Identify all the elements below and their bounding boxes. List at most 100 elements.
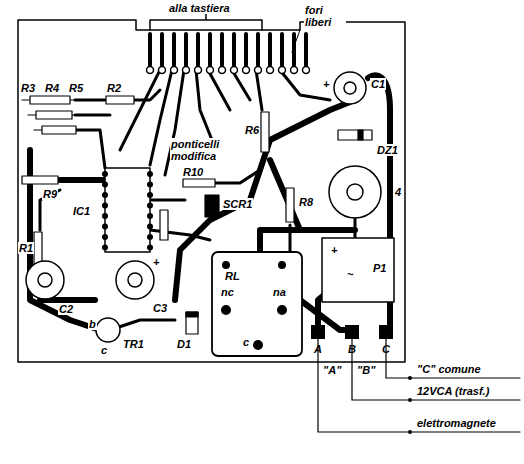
ic-pin (102, 171, 108, 177)
wire-dot (408, 376, 412, 434)
terminal-label: C (381, 343, 391, 355)
part-label: nc (220, 286, 235, 298)
terminal-label: A (313, 343, 323, 355)
part-label: fori liberi (304, 4, 346, 28)
pad-hole (219, 67, 226, 74)
pad-hole (207, 67, 214, 74)
pad-trace (256, 34, 260, 70)
pad-trace (280, 34, 284, 70)
zener-symbol (338, 130, 372, 140)
pad-trace (244, 34, 248, 70)
scr-symbol (205, 195, 219, 217)
part-label: 4 (394, 186, 402, 198)
part-label: SCR1 (222, 198, 253, 210)
pad-trace (196, 34, 200, 70)
pad-trace (232, 34, 236, 70)
pad-hole (291, 67, 298, 74)
pad-trace (208, 34, 212, 70)
part-label: + (152, 256, 160, 268)
part-label: R8 (298, 196, 314, 208)
ic-pin (102, 213, 108, 219)
ic-pin (102, 234, 108, 240)
part-label: R9 (42, 188, 58, 200)
part-label: c (100, 344, 108, 356)
wire-label: elettromagnete (416, 417, 497, 429)
pad-trace (304, 34, 308, 70)
pad-trace (184, 34, 188, 70)
diode-symbol (186, 312, 198, 334)
part-label: na (272, 286, 287, 298)
relay-symbol (212, 252, 302, 356)
terminal-pad (311, 325, 393, 339)
keyboard-pads (147, 34, 310, 74)
ic-package (105, 168, 150, 252)
ic-pin (147, 234, 153, 240)
pad-hole (183, 67, 190, 74)
part-label: R10 (182, 166, 204, 178)
pad-hole (243, 67, 250, 74)
pad-trace (148, 34, 152, 70)
pad-hole (195, 67, 202, 74)
wire-label: "A" (322, 364, 342, 376)
pad-trace (172, 34, 176, 70)
part-label: C2 (58, 303, 74, 315)
part-label: R4 (44, 82, 60, 94)
transistor-symbol (96, 318, 120, 342)
part-label: R3 (20, 82, 36, 94)
part-label: R5 (68, 82, 84, 94)
ic-pin (147, 224, 153, 230)
ic-pin (147, 245, 153, 251)
external-wire (318, 339, 520, 432)
ic-pin (147, 192, 153, 198)
part-label: TR1 (122, 338, 145, 350)
thin-traces (40, 70, 355, 330)
pad-trace (268, 34, 272, 70)
pad-hole (171, 67, 178, 74)
part-label: b (88, 318, 97, 330)
pad-hole (147, 67, 154, 74)
relay-pads (221, 261, 287, 350)
pad-trace (220, 34, 224, 70)
keyboard-bracket (150, 14, 262, 30)
resistor-symbol (22, 96, 294, 266)
part-label: D1 (176, 338, 192, 350)
pad-hole (159, 67, 166, 74)
part-label: ponticelli modifica (170, 138, 232, 162)
part-label: R6 (244, 124, 260, 136)
ic-pin (147, 213, 153, 219)
ic-pin (147, 171, 153, 177)
part-label: + (330, 244, 338, 256)
ic-pin (102, 245, 108, 251)
part-label: c (242, 336, 250, 348)
part-label: + (322, 78, 330, 90)
part-label: ~ (346, 268, 354, 280)
ic-pin (102, 224, 108, 230)
pad-hole (303, 67, 310, 74)
ic-pin (147, 203, 153, 209)
wire-label: "B" (356, 364, 376, 376)
pad-hole (255, 67, 262, 74)
wire-label: 12VCA (trasf.) (416, 385, 490, 397)
part-label: P1 (372, 262, 387, 274)
board-outline (18, 20, 405, 362)
part-label: C1 (370, 78, 386, 90)
pad-trace (160, 34, 164, 70)
bridge-rectifier (322, 238, 394, 302)
part-label: IC1 (72, 205, 91, 217)
terminal-label: B (347, 343, 357, 355)
part-label: RL (224, 270, 241, 282)
pad-hole (231, 67, 238, 74)
part-label: C3 (152, 302, 168, 314)
ic-pins (102, 171, 153, 251)
pad-hole (267, 67, 274, 74)
part-label: R2 (106, 82, 122, 94)
ic-pin (102, 192, 108, 198)
pad-hole (279, 67, 286, 74)
part-label: DZ1 (376, 144, 399, 156)
ic-pin (102, 203, 108, 209)
ic-pin (147, 182, 153, 188)
wire-label: "C" comune (416, 363, 482, 375)
pad-trace (292, 34, 296, 70)
ic-pin (102, 182, 108, 188)
